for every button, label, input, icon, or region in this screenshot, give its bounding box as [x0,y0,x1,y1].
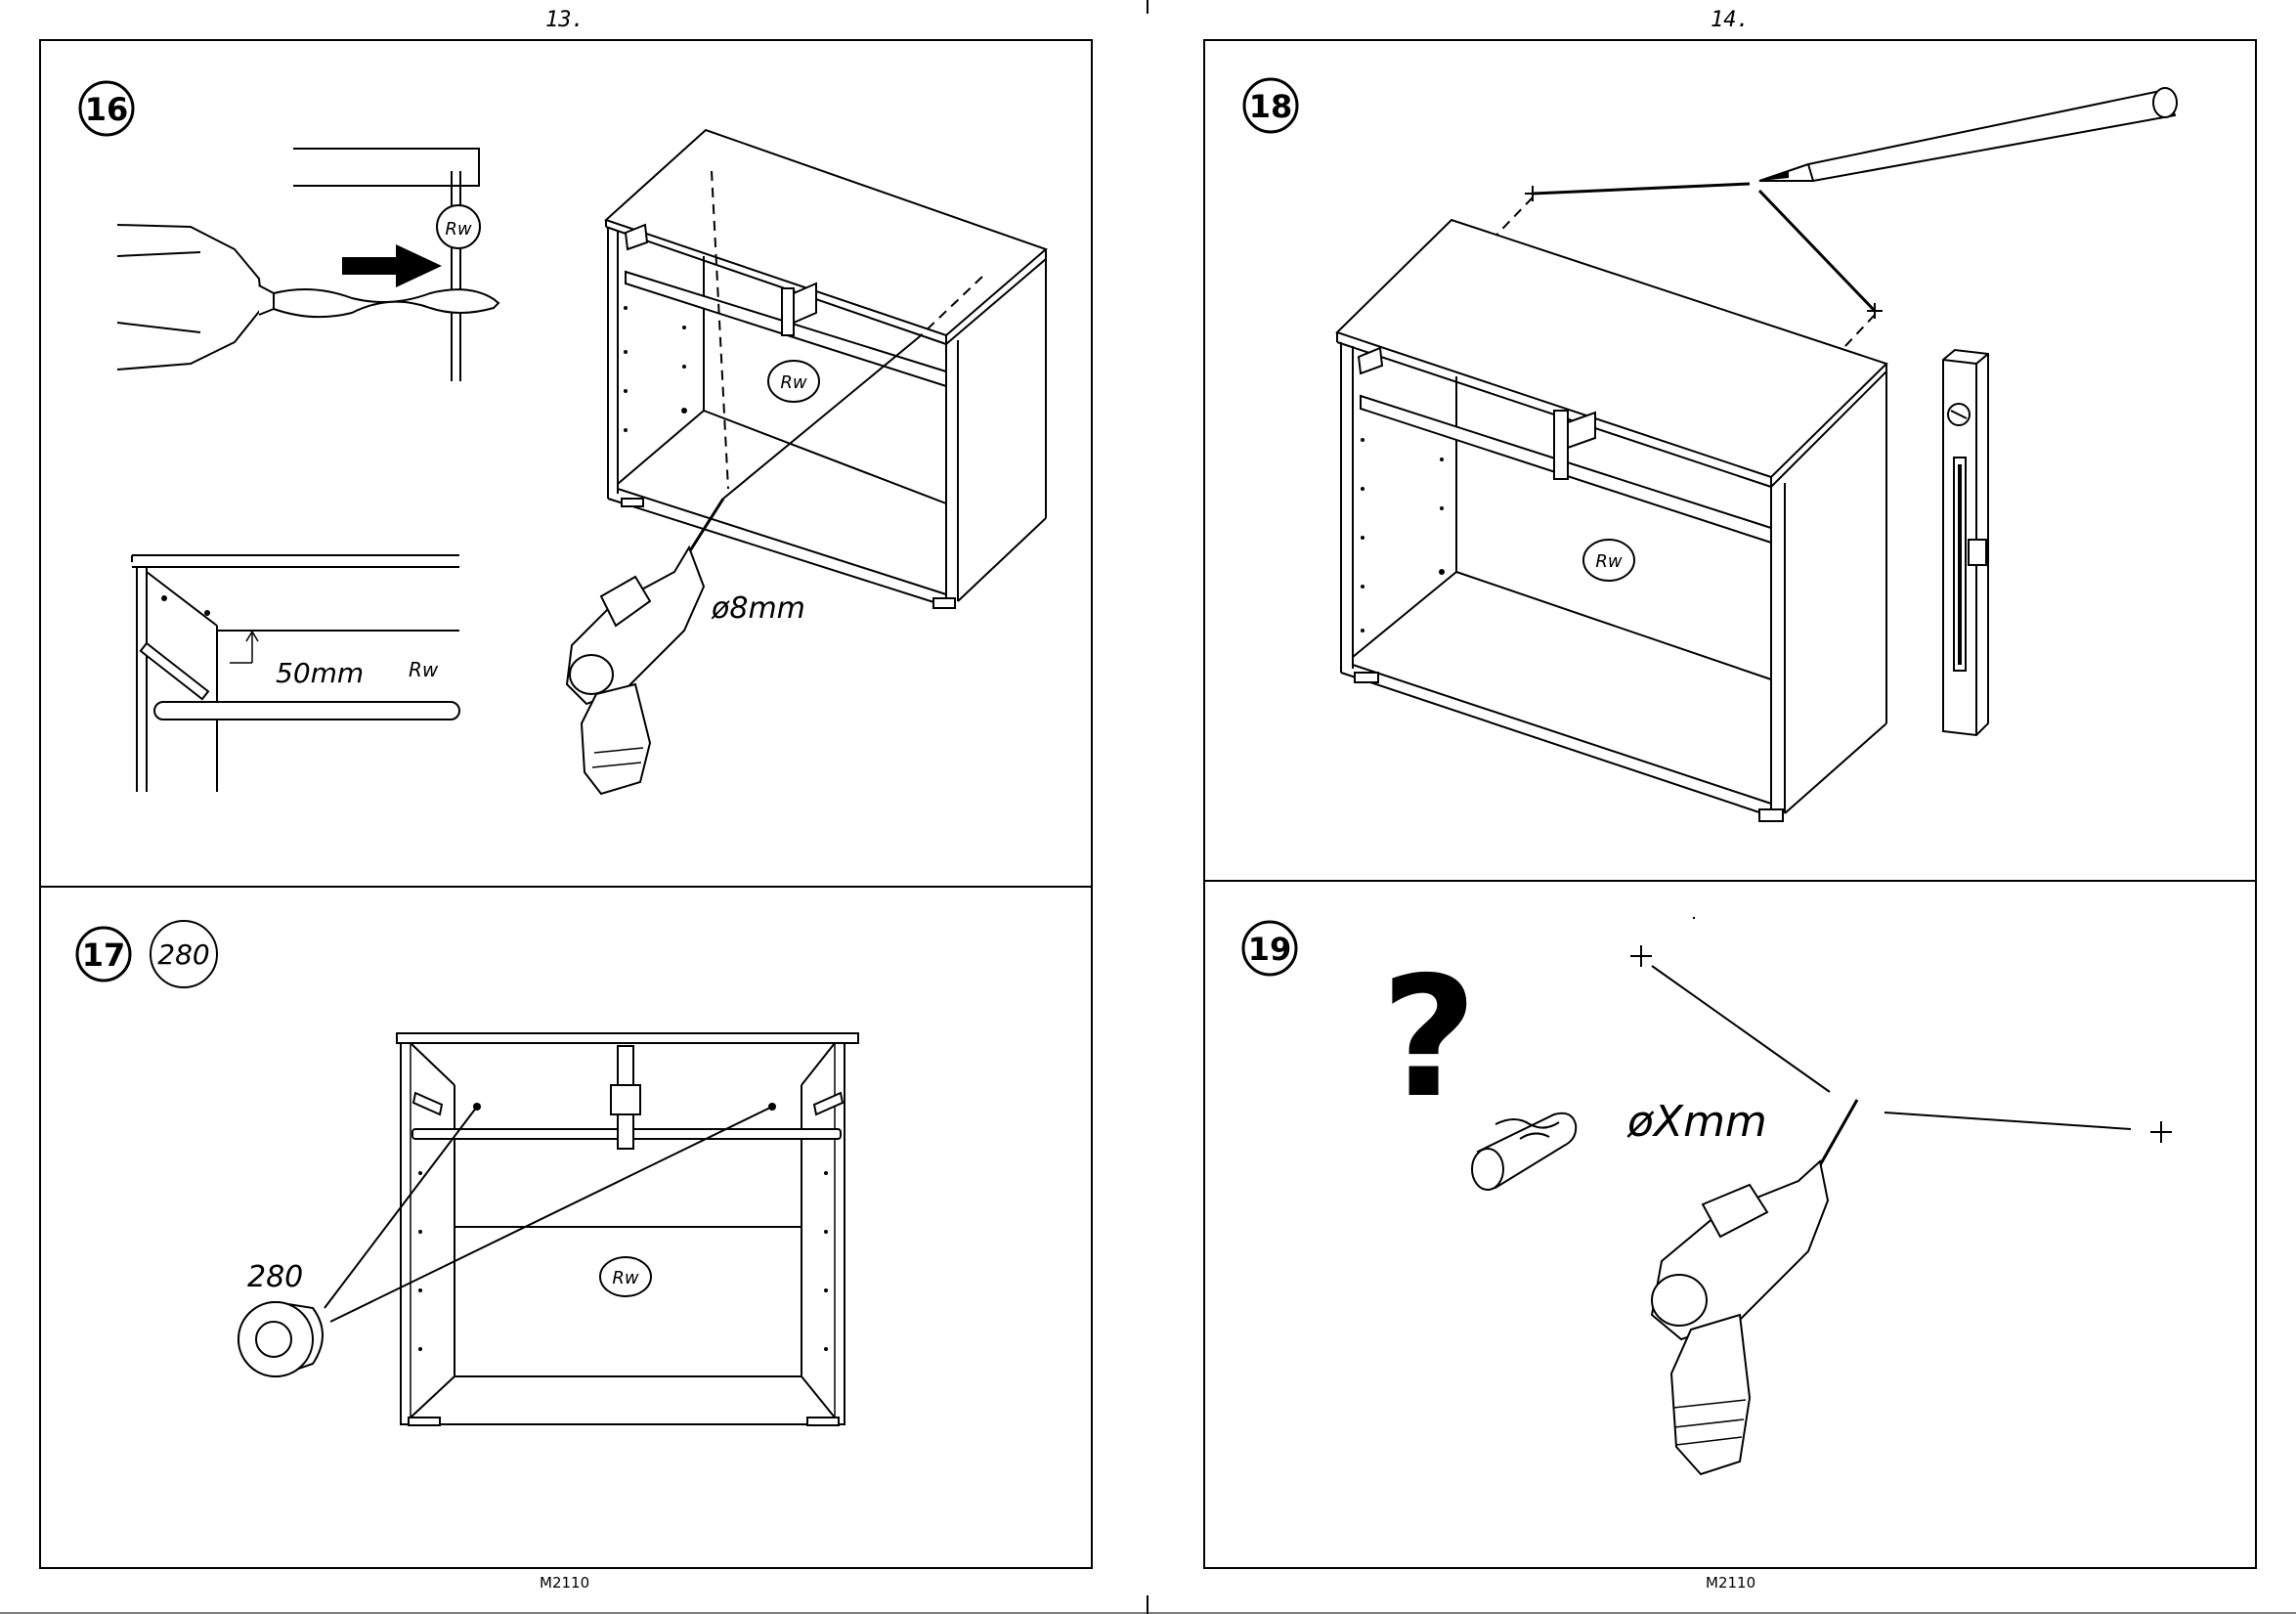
step-19-number: 19 [1248,931,1292,968]
step-19-drill-size: øXmm [1626,1097,1767,1147]
step-19-question-mark: ? [1381,941,1478,1135]
